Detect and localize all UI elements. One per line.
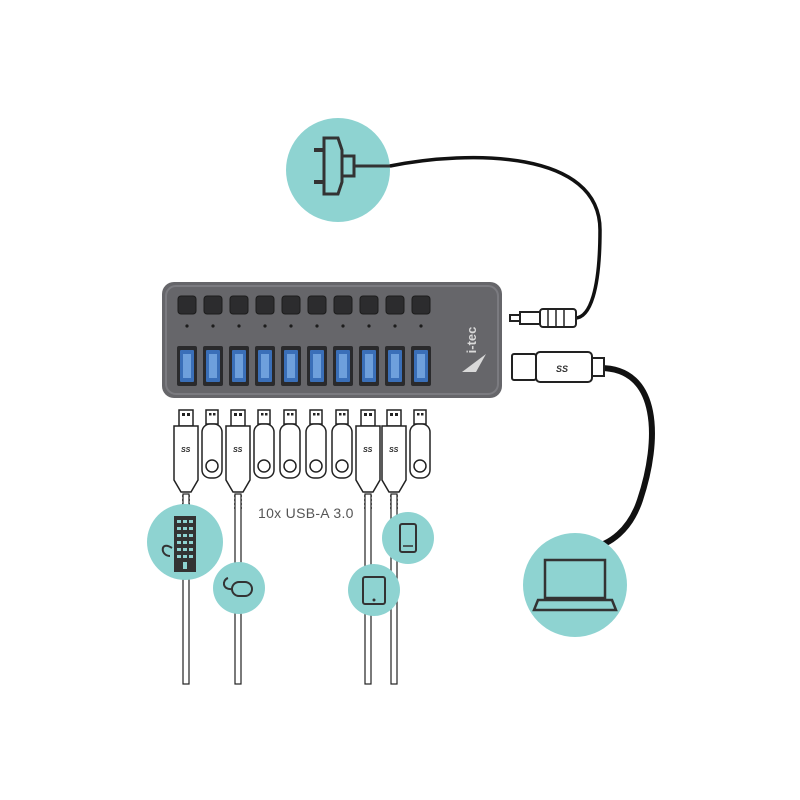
- port-switch-button[interactable]: [229, 295, 249, 315]
- brand-logo-text: i-tec: [464, 327, 479, 354]
- port-led: [367, 324, 371, 328]
- port-switch-button[interactable]: [411, 295, 431, 315]
- port-led: [393, 324, 397, 328]
- usb-a-port[interactable]: [177, 346, 197, 386]
- port-led-indicators: [185, 324, 423, 328]
- usb-a-ports: [177, 346, 431, 386]
- usb-flash-drive-icon: [331, 409, 353, 479]
- usb-flash-drive-icon: [305, 409, 327, 479]
- port-led: [341, 324, 345, 328]
- usb-a-plug-icon: SS: [225, 409, 251, 685]
- port-switch-button[interactable]: [333, 295, 353, 315]
- ss-logo-text: SS: [363, 447, 373, 454]
- port-led: [237, 324, 241, 328]
- port-led: [211, 324, 215, 328]
- port-led: [419, 324, 423, 328]
- ss-logo-text: SS: [389, 447, 399, 454]
- usb-a-port[interactable]: [411, 346, 431, 386]
- mouse-icon: [213, 562, 265, 614]
- port-led: [185, 324, 189, 328]
- port-switch-button[interactable]: [177, 295, 197, 315]
- usb-a-port[interactable]: [307, 346, 327, 386]
- port-power-switches: [177, 295, 431, 315]
- port-led: [263, 324, 267, 328]
- keyboard-icon: [147, 504, 223, 580]
- usb-a-port[interactable]: [359, 346, 379, 386]
- usb-hub: i-tec: [162, 282, 502, 398]
- usb-a-port[interactable]: [255, 346, 275, 386]
- port-led: [289, 324, 293, 328]
- usb-b-connector: SS: [511, 351, 605, 383]
- laptop-icon: [523, 533, 627, 637]
- usb-flash-drive-icon: [409, 409, 431, 479]
- port-switch-button[interactable]: [203, 295, 223, 315]
- port-switch-button[interactable]: [307, 295, 327, 315]
- tablet-icon: [348, 564, 400, 616]
- port-led: [315, 324, 319, 328]
- ss-logo-text: SS: [233, 447, 243, 454]
- usb-a-plug-icon: SS: [173, 409, 199, 685]
- usb-a-port[interactable]: [203, 346, 223, 386]
- ports-caption: 10x USB-A 3.0: [258, 505, 354, 521]
- usb-a-port[interactable]: [385, 346, 405, 386]
- ss-logo-text: SS: [556, 364, 568, 374]
- logo-mark-icon: [462, 354, 486, 372]
- usb-b-cable: [589, 365, 655, 551]
- i-tec-logo: i-tec: [464, 327, 479, 354]
- usb-a-port[interactable]: [229, 346, 249, 386]
- dc-barrel-plug: [509, 308, 577, 328]
- port-switch-button[interactable]: [255, 295, 275, 315]
- power-plug-icon: [286, 118, 392, 222]
- usb-a-port[interactable]: [281, 346, 301, 386]
- port-switch-button[interactable]: [385, 295, 405, 315]
- port-switch-button[interactable]: [359, 295, 379, 315]
- ss-logo-text: SS: [181, 447, 191, 454]
- usb-a-plug-icon: SS: [355, 409, 381, 685]
- smartphone-icon: [382, 512, 434, 564]
- usb-flash-drive-icon: [279, 409, 301, 479]
- usb-flash-drive-icon: [201, 409, 223, 479]
- usb-flash-drive-icon: [253, 409, 275, 479]
- power-cable: [389, 155, 602, 320]
- port-switch-button[interactable]: [281, 295, 301, 315]
- usb-a-port[interactable]: [333, 346, 353, 386]
